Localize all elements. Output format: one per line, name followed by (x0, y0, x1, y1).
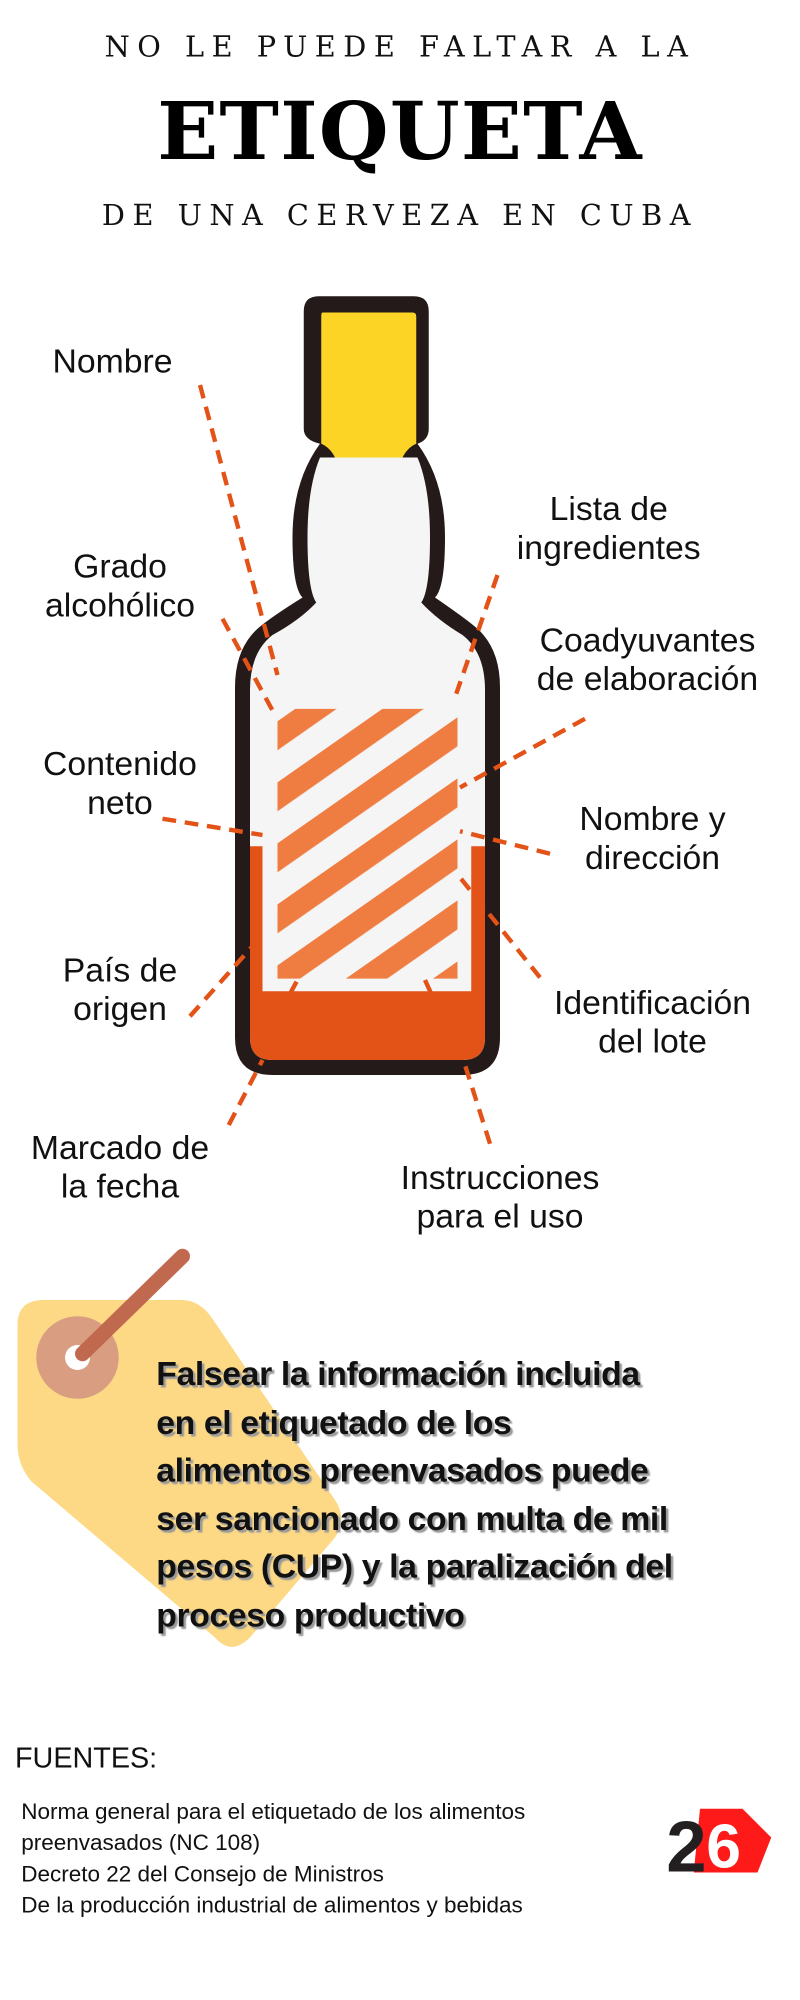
warning-line: proceso productivo (156, 1595, 465, 1634)
warning-line: Falsear la información incluida (156, 1355, 640, 1393)
header-kicker: NO LE PUEDE FALTAR A LA (104, 31, 696, 64)
warning-line: en el etiquetado de los (156, 1403, 512, 1441)
label-line: dirección (584, 838, 721, 877)
label-contenido-neto: Contenido neto (43, 745, 197, 823)
source-item: preenvasados (NC 108) (21, 1830, 261, 1855)
label-grado-alcoholico: Grado alcohólico (45, 548, 195, 626)
label-line: Nombre y (579, 800, 726, 838)
label-coadyuvantes: Coadyuvantes de elaboración (537, 621, 758, 699)
label-line: País de (62, 951, 178, 989)
leader-contenido (162, 816, 263, 838)
label-line: Nombre (52, 342, 173, 381)
tag-string (75, 1248, 190, 1362)
source-item: Norma general para el etiquetado de los … (21, 1798, 526, 1824)
source-item: Decreto 22 del Consejo de Ministros (21, 1861, 384, 1887)
sources-list: Norma general para el etiquetado de los … (21, 1796, 525, 1921)
leader-coadyuvantes (458, 716, 587, 790)
logo-digit-6: 6 (706, 1812, 741, 1882)
label-nombre-direccion: Nombre y dirección (579, 800, 725, 878)
label-line: Lista de (549, 490, 668, 528)
warning-line: pesos (CUP) y la paralización del (156, 1547, 673, 1586)
label-line: Contenido (43, 745, 197, 783)
label-line: Instrucciones (400, 1158, 600, 1197)
warning-text: Falsear la información incluida en el et… (156, 1350, 673, 1639)
leader-pais (188, 933, 265, 1018)
price-tag (17, 1248, 342, 1647)
label-line: origen (73, 990, 167, 1028)
label-line: Grado (73, 547, 167, 586)
leader-fecha (226, 1058, 265, 1127)
leader-instrucciones (462, 1064, 493, 1145)
label-line: ingredientes (516, 528, 701, 567)
label-line: alcohólico (44, 586, 196, 624)
leader-direccion (459, 829, 551, 856)
leader-fecha-inner (288, 978, 300, 995)
label-line: Marcado de (30, 1128, 210, 1167)
label-nombre: Nombre (52, 343, 172, 382)
source-item: De la producción industrial de alimentos… (21, 1892, 523, 1918)
leader-nombre (197, 384, 280, 676)
page-title: ETIQUETA (157, 85, 643, 179)
label-line: para el uso (416, 1197, 584, 1236)
label-instrucciones-uso: Instrucciones para el uso (401, 1159, 600, 1237)
label-stripes (277, 708, 458, 979)
logo-red-shape (693, 1808, 772, 1873)
label-pais-origen: País de origen (63, 951, 177, 1029)
label-line: Identificación (553, 983, 752, 1022)
label-line: la fecha (60, 1167, 180, 1206)
warning-line: ser sancionado con multa de mil (156, 1499, 668, 1537)
bottle-cap (321, 312, 417, 458)
leader-grado (220, 617, 277, 717)
leader-lines (162, 384, 587, 1145)
logo-26: 2 6 (666, 1806, 772, 1887)
header-subtitle: DE UNA CERVEZA EN CUBA (101, 200, 699, 233)
label-identificacion-lote: Identificación del lote (554, 984, 751, 1062)
warning-line: alimentos preenvasados puede (156, 1451, 649, 1489)
label-lista-ingredientes: Lista de ingredientes (517, 490, 701, 568)
label-line: neto (87, 783, 153, 822)
logo-digit-2: 2 (666, 1806, 706, 1887)
bottle (235, 296, 500, 1075)
sources-heading: FUENTES: (15, 1741, 158, 1774)
label-line: Coadyuvantes (539, 621, 756, 659)
label-line: de elaboración (536, 660, 759, 698)
leader-instrucciones-inner (423, 979, 434, 995)
label-line: del lote (598, 1022, 707, 1061)
label-marcado-fecha: Marcado de la fecha (31, 1129, 209, 1207)
